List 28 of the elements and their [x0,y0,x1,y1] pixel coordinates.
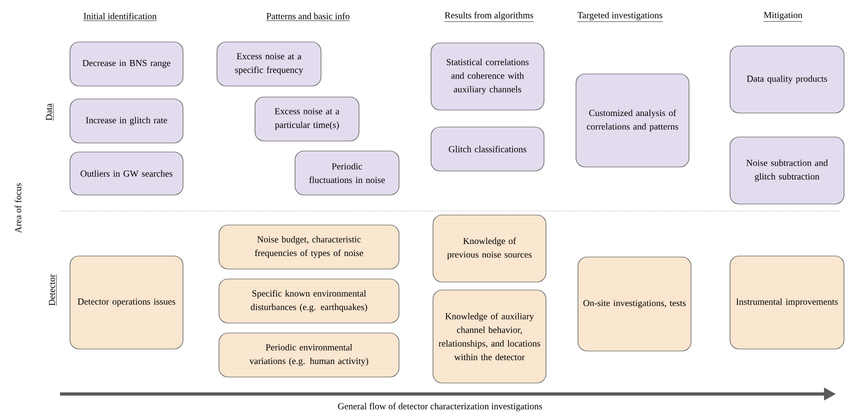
column-heading: Initial identification [83,12,157,21]
axis-title: Area of focus [14,183,22,233]
process-box: Glitch classifications [430,126,544,172]
column-heading: Mitigation [763,12,803,22]
process-box: Instrumental improvements [730,256,844,350]
process-box: Knowledge of auxiliary channel behavior, relationships, and locations within the detector [432,290,546,384]
row-heading: Detector [48,274,57,306]
column-heading: Results from algorithms [444,12,534,22]
process-box: On-site investigations, tests [578,256,692,352]
process-box: Excess noise at a particular time(s) [254,96,360,142]
process-box: Specific known environmental disturbances (e.g. earthquakes) [218,278,400,324]
process-box: Knowledge of previous noise sources [432,214,546,282]
process-box: Noise budget, characteristic frequencies of types of noise [218,224,400,270]
column-heading: Targeted investigations [577,12,663,22]
row-heading: Data [46,103,54,121]
process-box: Detector operations issues [70,256,184,350]
column-heading: Patterns and basic info [266,12,350,21]
process-box: Statistical correlations and coherence with auxiliary channels [430,42,544,110]
process-box: Noise subtraction and glitch subtraction [730,136,844,204]
process-box: Excess noise at a specific frequency [216,42,322,86]
process-box: Data quality products [730,46,844,114]
process-box: Decrease in BNS range [70,42,184,86]
process-box: Outliers in GW searches [70,152,184,196]
process-box: Periodic fluctuations in noise [294,150,400,196]
flow-caption: General flow of detector characterization investigations [338,402,542,412]
process-box: Increase in glitch rate [70,98,184,144]
process-box: Periodic environmental variations (e.g. human activity) [218,332,400,378]
process-box: Customized analysis of correlations and patterns [576,74,690,168]
